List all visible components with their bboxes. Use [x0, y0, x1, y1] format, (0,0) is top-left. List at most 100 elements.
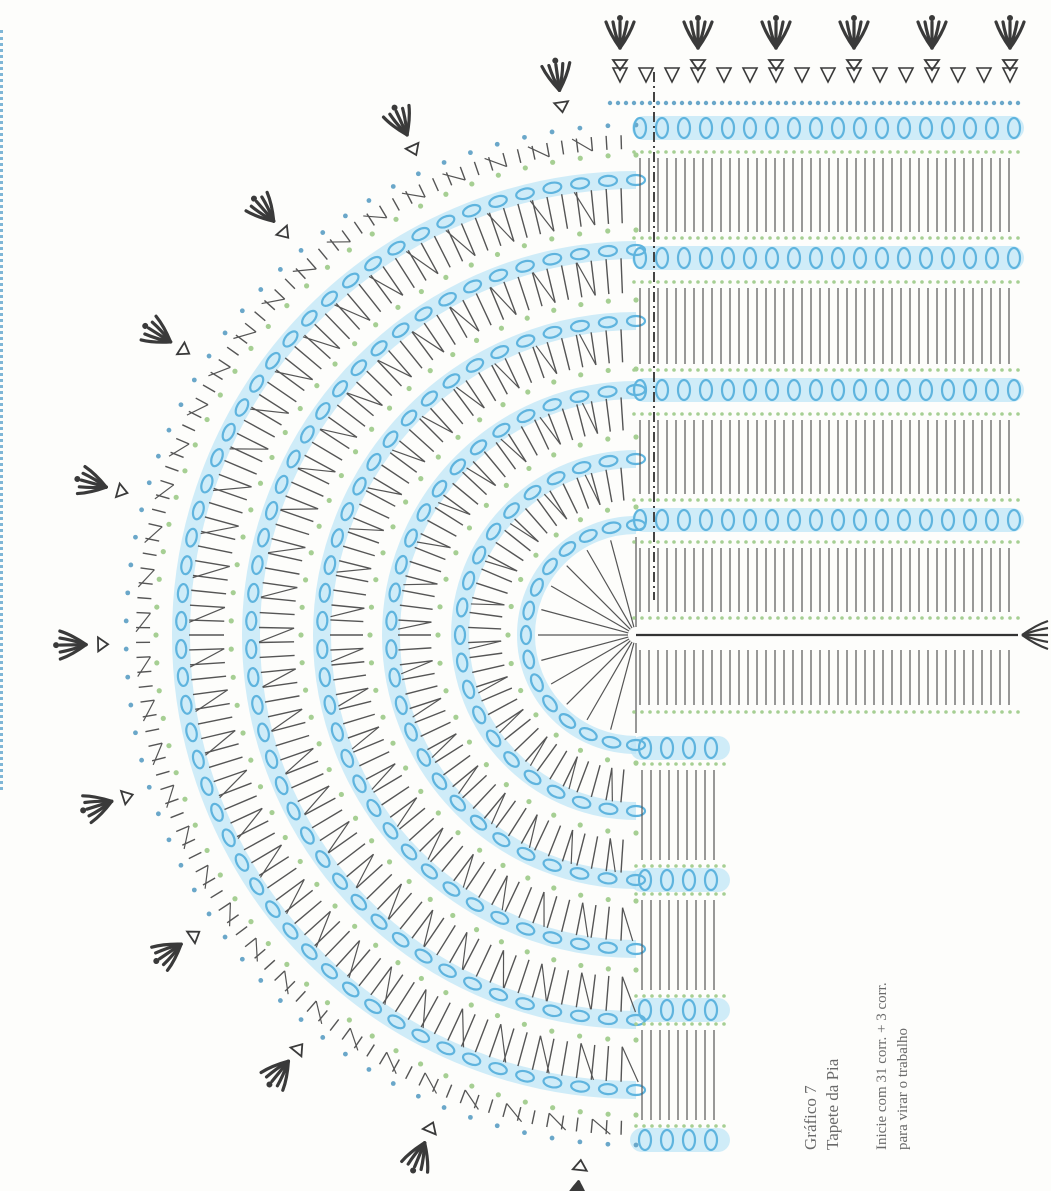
green-dot [1000, 616, 1004, 620]
green-dot [816, 412, 820, 416]
picot [897, 67, 915, 84]
edge-dot [415, 171, 421, 177]
green-dot [632, 498, 636, 502]
green-dot [522, 1099, 528, 1105]
double-crochet-stitch [402, 672, 435, 681]
double-crochet-stitch [294, 900, 322, 925]
chain-oval [522, 649, 536, 670]
double-crochet-stitch [267, 381, 297, 403]
green-dot [752, 498, 756, 502]
double-crochet-stitch [311, 809, 343, 829]
double-crochet-stitch [314, 920, 341, 947]
green-dot [720, 368, 724, 372]
chain-oval [210, 802, 224, 822]
green-dot [672, 412, 676, 416]
green-dot [696, 150, 700, 154]
green-dot [698, 1022, 702, 1026]
double-crochet-stitch [517, 1032, 528, 1067]
edge-dot [703, 100, 709, 106]
green-dot [369, 838, 375, 844]
edge-dot [655, 100, 661, 106]
green-dot [352, 341, 358, 347]
green-dot [437, 604, 443, 610]
double-crochet-stitch [189, 648, 225, 651]
v-stitch [506, 1103, 523, 1123]
double-crochet-stitch [376, 360, 402, 387]
chain-oval [720, 378, 736, 402]
green-dot [848, 498, 852, 502]
chain-oval [764, 116, 780, 140]
green-dot [872, 710, 876, 714]
double-crochet-stitch [575, 191, 582, 227]
green-dot [992, 150, 996, 154]
v-stitch [461, 932, 468, 970]
green-dot [712, 236, 716, 240]
edge-dot [222, 934, 228, 940]
green-dot [936, 280, 940, 284]
edge-dot [320, 1035, 326, 1040]
chain-oval [742, 246, 758, 270]
double-crochet-stitch [391, 1059, 400, 1073]
green-dot [437, 660, 443, 666]
blue-band-arc [382, 381, 637, 889]
green-dot [976, 280, 980, 284]
double-crochet-stitch [436, 314, 456, 346]
green-dot [992, 236, 996, 240]
green-dot [920, 368, 924, 372]
fan-tip [617, 15, 623, 21]
green-dot [640, 280, 644, 284]
green-dot [704, 280, 708, 284]
green-dot [904, 150, 908, 154]
fan-petal [557, 61, 572, 92]
double-crochet-stitch [304, 910, 331, 936]
edge-dot [239, 308, 245, 314]
shell-fan [604, 15, 636, 72]
green-dot [712, 368, 716, 372]
green-dot [696, 616, 700, 620]
chain-oval [516, 846, 536, 862]
chain-oval [299, 425, 315, 444]
v-stitch [416, 541, 451, 549]
green-dot [605, 1111, 611, 1117]
green-dot [944, 150, 948, 154]
chain-oval [247, 667, 260, 688]
chain-oval [323, 694, 337, 715]
edge-dot [605, 1141, 611, 1147]
green-dot [521, 243, 527, 249]
green-dot [299, 660, 305, 666]
green-dot [872, 368, 876, 372]
green-dot [498, 939, 505, 945]
green-dot [450, 351, 456, 358]
chain-oval [282, 330, 299, 348]
double-crochet-stitch [536, 498, 558, 527]
green-dot [928, 280, 932, 284]
green-dot [690, 762, 694, 766]
chain-oval [786, 378, 802, 402]
green-dot [549, 1028, 555, 1034]
green-dot [696, 368, 700, 372]
double-crochet-stitch [476, 676, 508, 688]
green-dot [696, 540, 700, 544]
picot [689, 67, 707, 84]
v-stitch [500, 438, 527, 463]
chain-oval [438, 963, 457, 979]
green-dot [680, 498, 684, 502]
green-dot [632, 368, 636, 372]
v-stitch [455, 386, 485, 409]
chain-oval [414, 306, 433, 322]
v-stitch [582, 902, 589, 938]
green-dot [920, 280, 924, 284]
green-dot [808, 540, 812, 544]
v-stitch [154, 484, 175, 500]
picot [871, 67, 889, 84]
double-crochet-stitch [524, 508, 548, 534]
green-dot [912, 616, 916, 620]
green-dot [1016, 236, 1020, 240]
green-dot [722, 864, 726, 868]
edge-dot [206, 911, 212, 917]
chain-oval [411, 226, 431, 242]
edge-dot [549, 1135, 555, 1141]
double-crochet-stitch [191, 589, 227, 595]
green-dot [524, 949, 530, 955]
green-dot [435, 454, 441, 460]
